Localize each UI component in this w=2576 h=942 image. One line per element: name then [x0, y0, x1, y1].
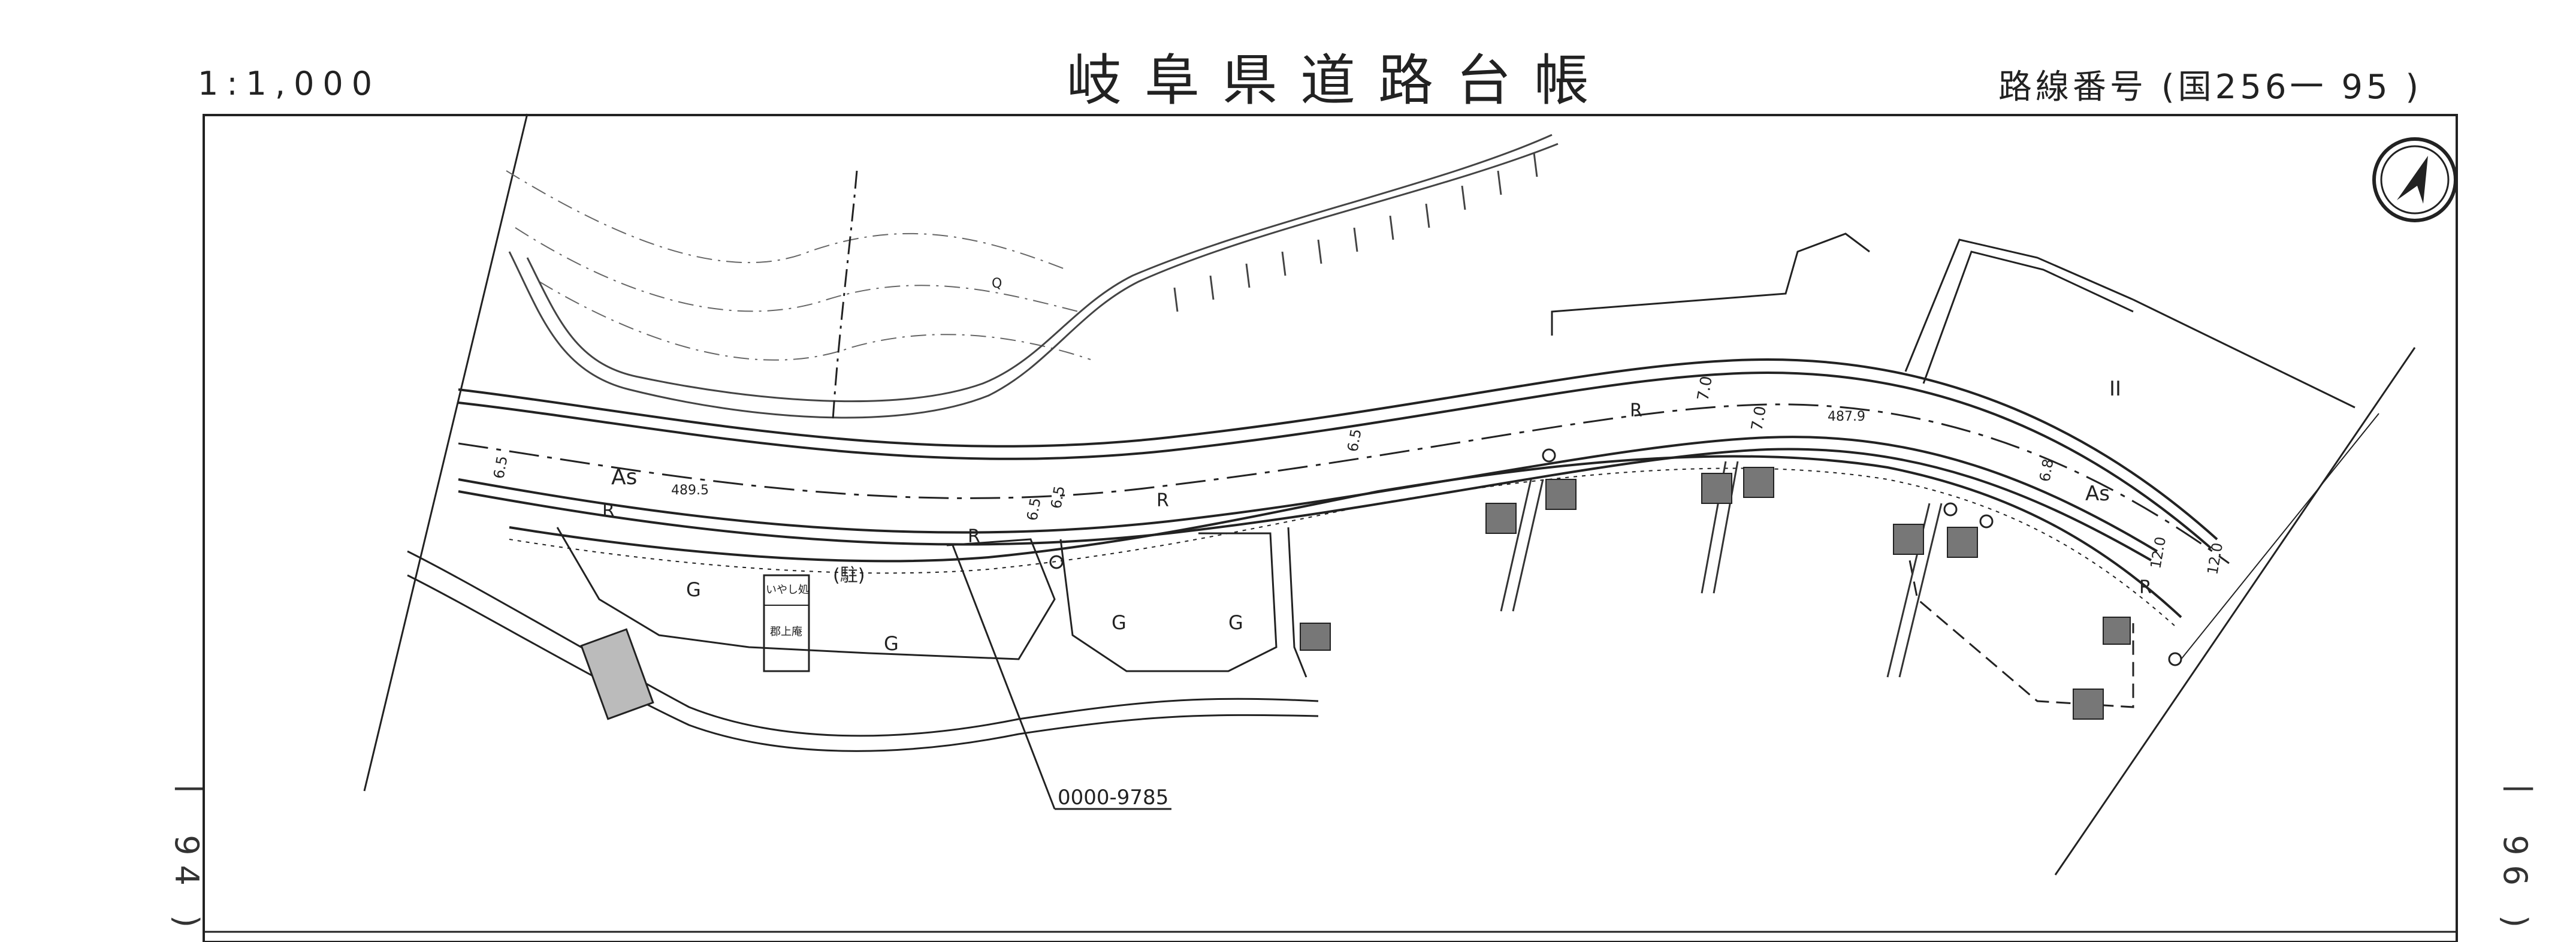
label-g-2: G [884, 632, 899, 655]
label-as-west: As [611, 465, 637, 490]
label-pond: Q [992, 276, 1002, 291]
label-r-1: R [602, 500, 615, 521]
label-shrine: II [2109, 377, 2121, 401]
lower-curb-ticks [509, 467, 2176, 627]
label-as-east: As [2085, 482, 2110, 506]
sheet-boundary-right-inner [2181, 413, 2379, 660]
lot-outlines [556, 527, 2134, 708]
label-building-lower: 郡上庵 [770, 626, 802, 638]
sheet-boundary-right [2054, 347, 2416, 875]
markers [1049, 448, 2182, 666]
route-label: 路線番号 [1998, 68, 2147, 107]
wall-ticks [1173, 152, 1538, 312]
retaining-wall-upper [508, 134, 1559, 419]
label-g-1: G [686, 578, 701, 601]
reference-leader [952, 545, 1171, 810]
label-parking: (駐) [833, 565, 865, 586]
adjacent-sheet-left: 一 94 ) [168, 773, 206, 938]
width-5: 7.0 [1694, 375, 1716, 402]
north-arrow-icon [2372, 137, 2457, 222]
width-3: 6.5 [1023, 497, 1044, 522]
width-4: 6.5 [1047, 485, 1068, 510]
upper-right-block [1551, 233, 2355, 409]
elevation-east: 487.9 [1828, 409, 1865, 424]
label-r-2: R [968, 526, 980, 547]
adjacent-sheet-right: 一 96 ) [2496, 773, 2534, 938]
map-frame [203, 114, 2458, 942]
route-number: 路線番号 (国256一 95 ) [1998, 60, 2422, 108]
width-8: 12.0 [2147, 536, 2169, 570]
bridge-hatch [580, 628, 654, 720]
building-iyashi [763, 574, 810, 672]
lower-curb [509, 455, 2182, 618]
width-7: 6.8 [2036, 458, 2056, 483]
label-r-4: R [1630, 400, 1642, 421]
label-g-4: G [1228, 611, 1243, 634]
label-r-3: R [1156, 490, 1169, 511]
label-r-5: R [2139, 577, 2152, 598]
label-g-3: G [1112, 611, 1127, 634]
elevation-west: 489.5 [671, 483, 709, 498]
width-1: 6.5 [490, 455, 511, 480]
hatched-pads [1300, 467, 2131, 720]
width-6: 7.0 [1748, 404, 1770, 432]
side-road-stubs [1500, 461, 1943, 678]
lower-road [407, 550, 1319, 752]
map-scale: 1:1,000 [198, 65, 381, 102]
sheet-boundary-left [363, 113, 529, 792]
parcel-boundary [832, 170, 858, 420]
reference-id: 0000-9785 [1058, 786, 1168, 810]
page-title: 岐阜県道路台帳 [1067, 49, 1612, 113]
map-labels: As As R R R R R G G G G (駐) いやし処 郡上庵 II … [490, 276, 2226, 810]
road-centerline [458, 403, 2230, 564]
contour-lines [506, 170, 1091, 361]
width-2: 6.5 [1344, 428, 1364, 453]
label-building-upper: いやし処 [766, 584, 809, 596]
road-edges [458, 358, 2218, 561]
route-value: (国256一 95 ) [2161, 68, 2423, 107]
